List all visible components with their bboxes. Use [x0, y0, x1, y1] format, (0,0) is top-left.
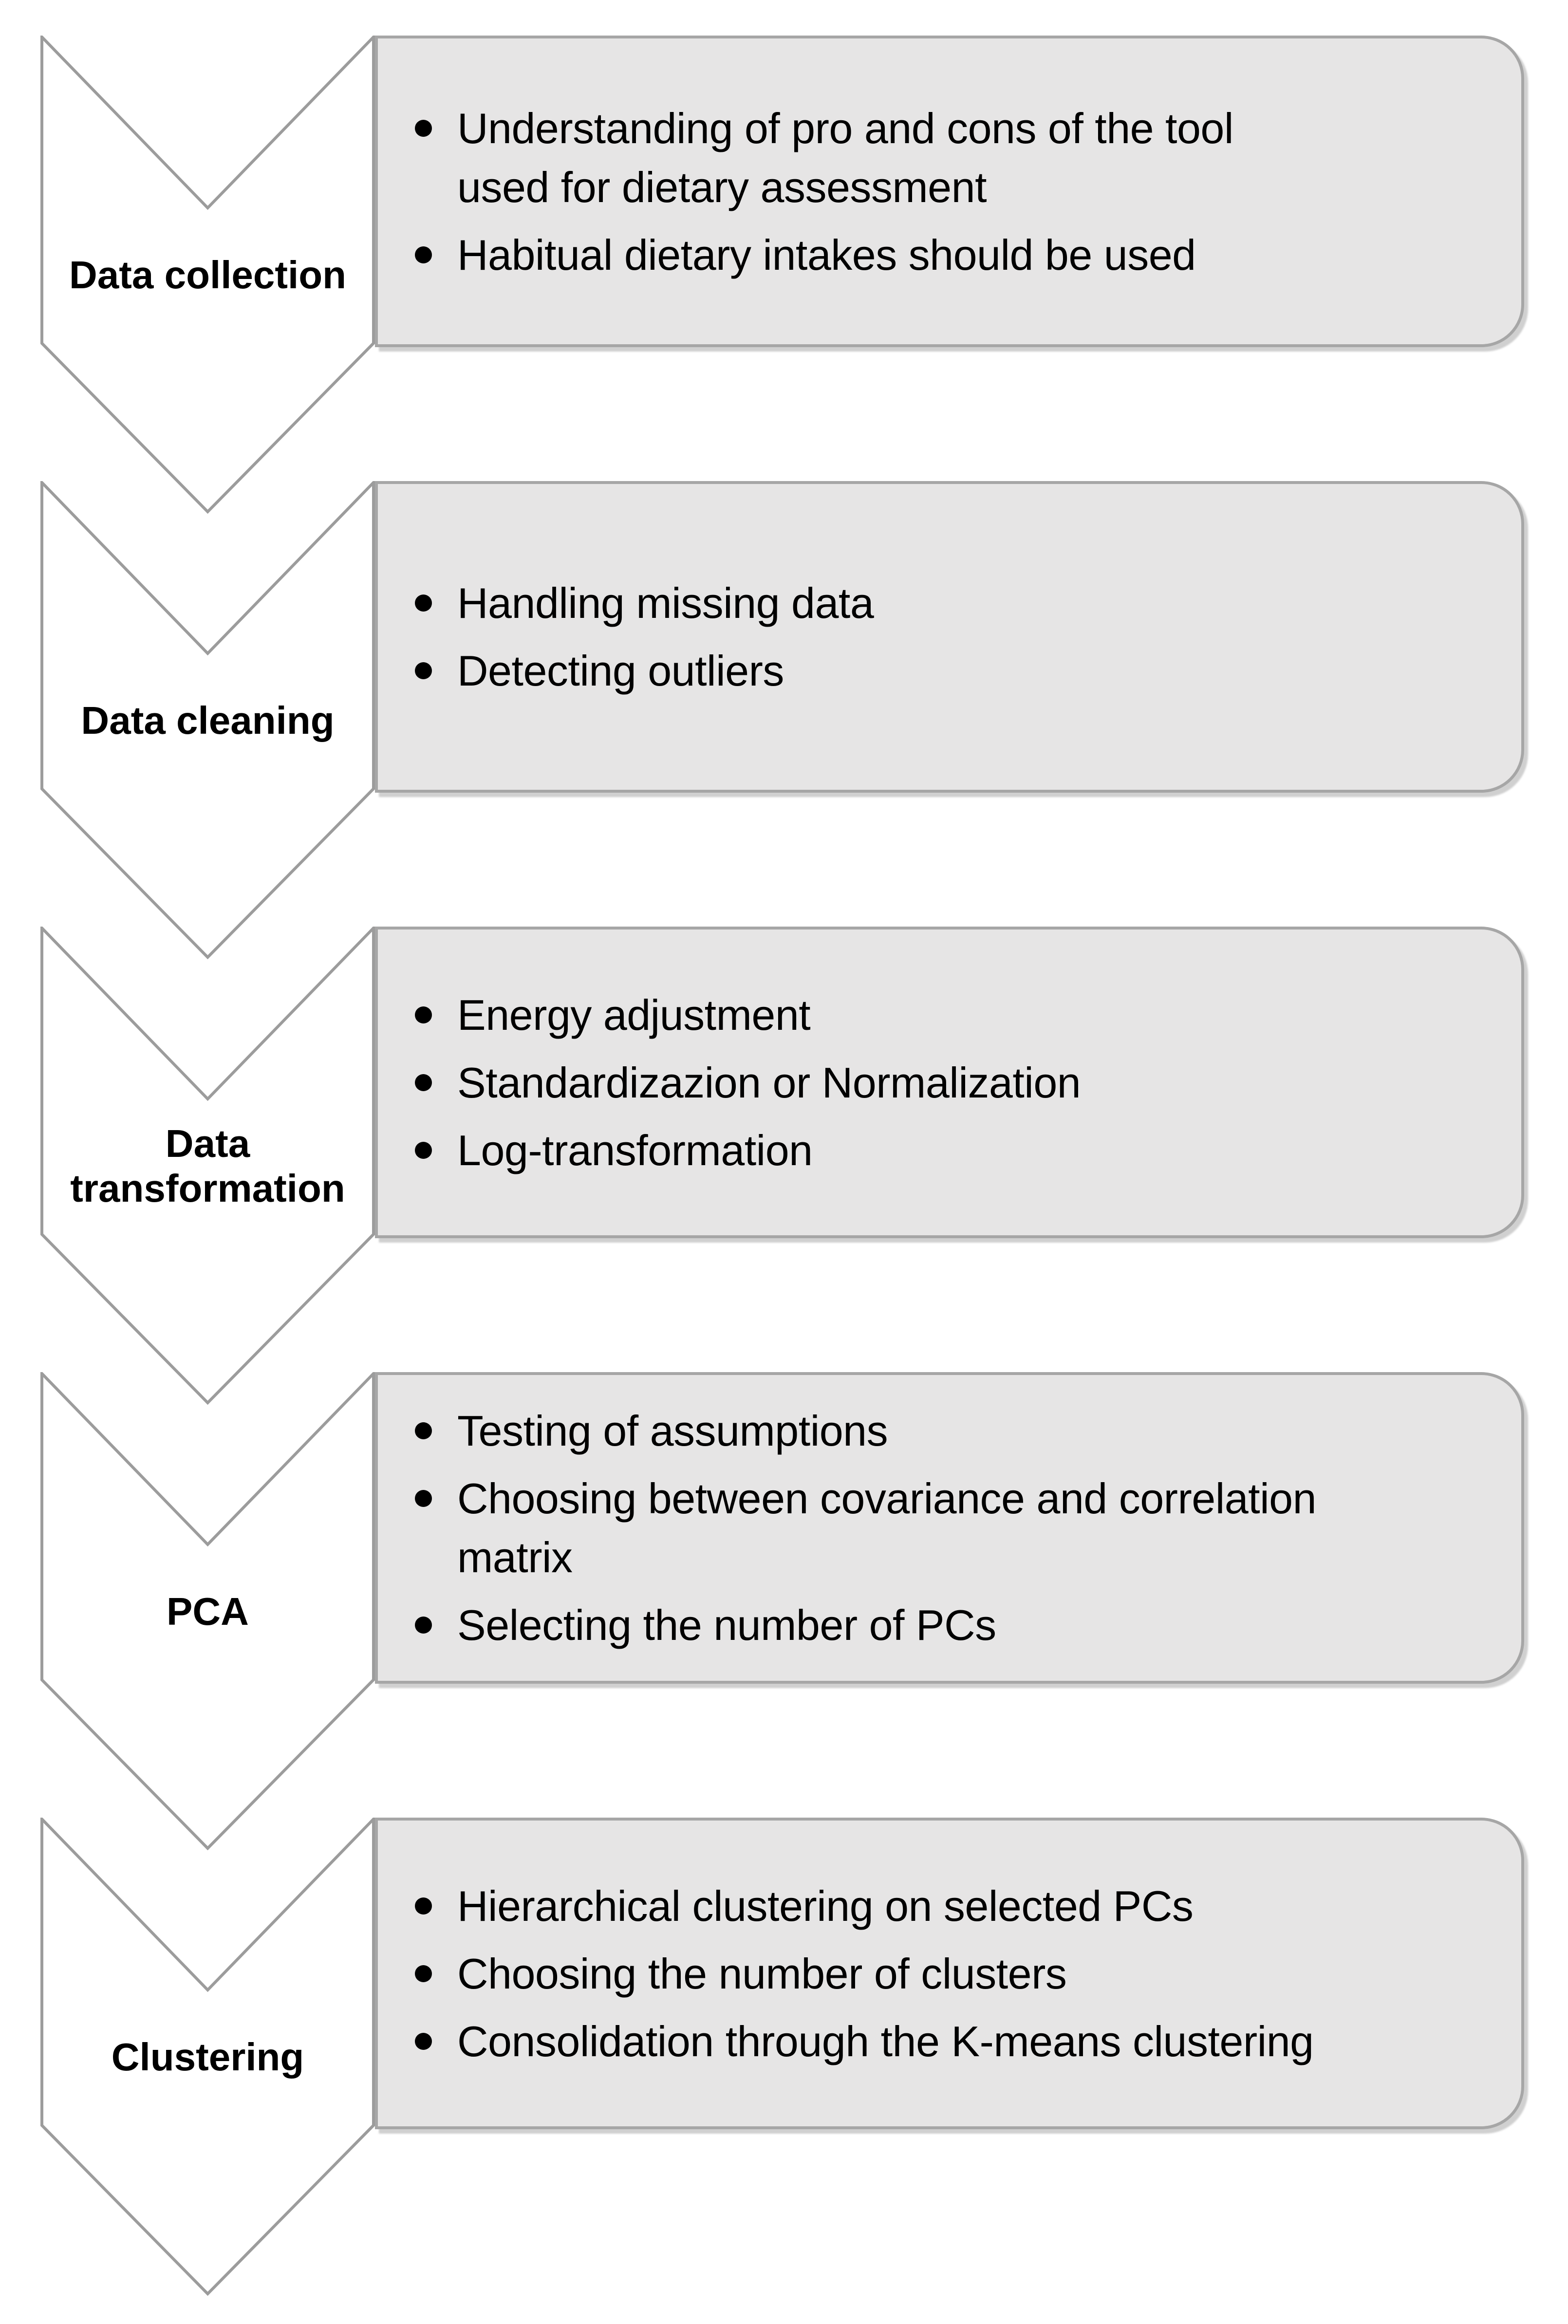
bullet-item: Habitual dietary intakes should be used	[415, 225, 1468, 284]
pipeline-stage-section-5: Clustering Hierarchical clustering on se…	[0, 1818, 1568, 2296]
chevron-down-polygon	[40, 36, 375, 514]
bullet-item: Choosing the number of clusters	[415, 1944, 1468, 2003]
bullet-marker	[415, 2032, 432, 2050]
bullet-item: Energy adjustment	[415, 985, 1468, 1044]
bullet-item: Log-transformation	[415, 1121, 1468, 1180]
chevron-down-shape	[40, 927, 375, 1405]
bullet-item: Selecting the number of PCs	[415, 1596, 1468, 1655]
chevron-down-shape	[40, 481, 375, 959]
stage-label: PCA	[167, 1590, 249, 1633]
bullet-text: Selecting the number of PCs	[457, 1601, 996, 1649]
chevron-down-shape	[40, 1818, 375, 2296]
bullet-marker	[415, 1965, 432, 1982]
bullet-text: Testing of assumptions	[457, 1407, 888, 1455]
bullet-text: Detecting outliers	[457, 647, 784, 695]
chevron-down-shape	[40, 36, 375, 514]
chevron-down-polygon	[40, 481, 375, 959]
stage-label: Data cleaning	[81, 699, 335, 742]
bullet-item: Handling missing data	[415, 574, 1468, 632]
bullet-text: Habitual dietary intakes should be used	[457, 230, 1196, 279]
bullet-text: Understanding of pro and cons of the too…	[457, 104, 1233, 211]
pipeline-stage-section-1: Data collection Understanding of pro and…	[0, 36, 1568, 514]
bullet-text: Handling missing data	[457, 579, 874, 627]
bullet-item: Testing of assumptions	[415, 1401, 1468, 1460]
bullet-list: Understanding of pro and cons of the too…	[378, 99, 1521, 284]
stage-details-box: Understanding of pro and cons of the too…	[375, 36, 1524, 347]
bullet-marker	[415, 662, 432, 679]
stage-label: Data transformation	[70, 1122, 345, 1210]
bullet-text: Choosing the number of clusters	[457, 1949, 1067, 1998]
bullet-text: Log-transformation	[457, 1126, 813, 1174]
bullet-item: Detecting outliers	[415, 641, 1468, 700]
bullet-marker	[415, 1006, 432, 1023]
bullet-marker	[415, 1490, 432, 1507]
chevron-down-polygon	[40, 1818, 375, 2296]
bullet-text: Hierarchical clustering on selected PCs	[457, 1881, 1194, 1930]
chevron-down-polygon	[40, 1372, 375, 1850]
bullet-marker	[415, 246, 432, 263]
bullet-item: Understanding of pro and cons of the too…	[415, 99, 1468, 217]
bullet-marker	[415, 1422, 432, 1439]
chevron-down-polygon	[40, 927, 375, 1405]
bullet-text: Standardizazion or Normalization	[457, 1058, 1081, 1107]
bullet-item: Choosing between covariance and correlat…	[415, 1469, 1468, 1587]
chevron-down-shape	[40, 1372, 375, 1850]
bullet-marker	[415, 1897, 432, 1915]
stage-label: Data collection	[69, 253, 347, 297]
bullet-text: Energy adjustment	[457, 990, 811, 1039]
bullet-marker	[415, 1141, 432, 1159]
bullet-marker	[415, 119, 432, 137]
bullet-marker	[415, 1074, 432, 1091]
bullet-marker	[415, 1617, 432, 1634]
bullet-text: Consolidation through the K-means cluste…	[457, 2017, 1314, 2065]
bullet-item: Consolidation through the K-means cluste…	[415, 2012, 1468, 2071]
bullet-item: Standardizazion or Normalization	[415, 1053, 1468, 1112]
bullet-marker	[415, 595, 432, 612]
bullet-text: Choosing between covariance and correlat…	[457, 1474, 1317, 1581]
bullet-item: Hierarchical clustering on selected PCs	[415, 1877, 1468, 1935]
stage-label: Clustering	[111, 2035, 304, 2079]
